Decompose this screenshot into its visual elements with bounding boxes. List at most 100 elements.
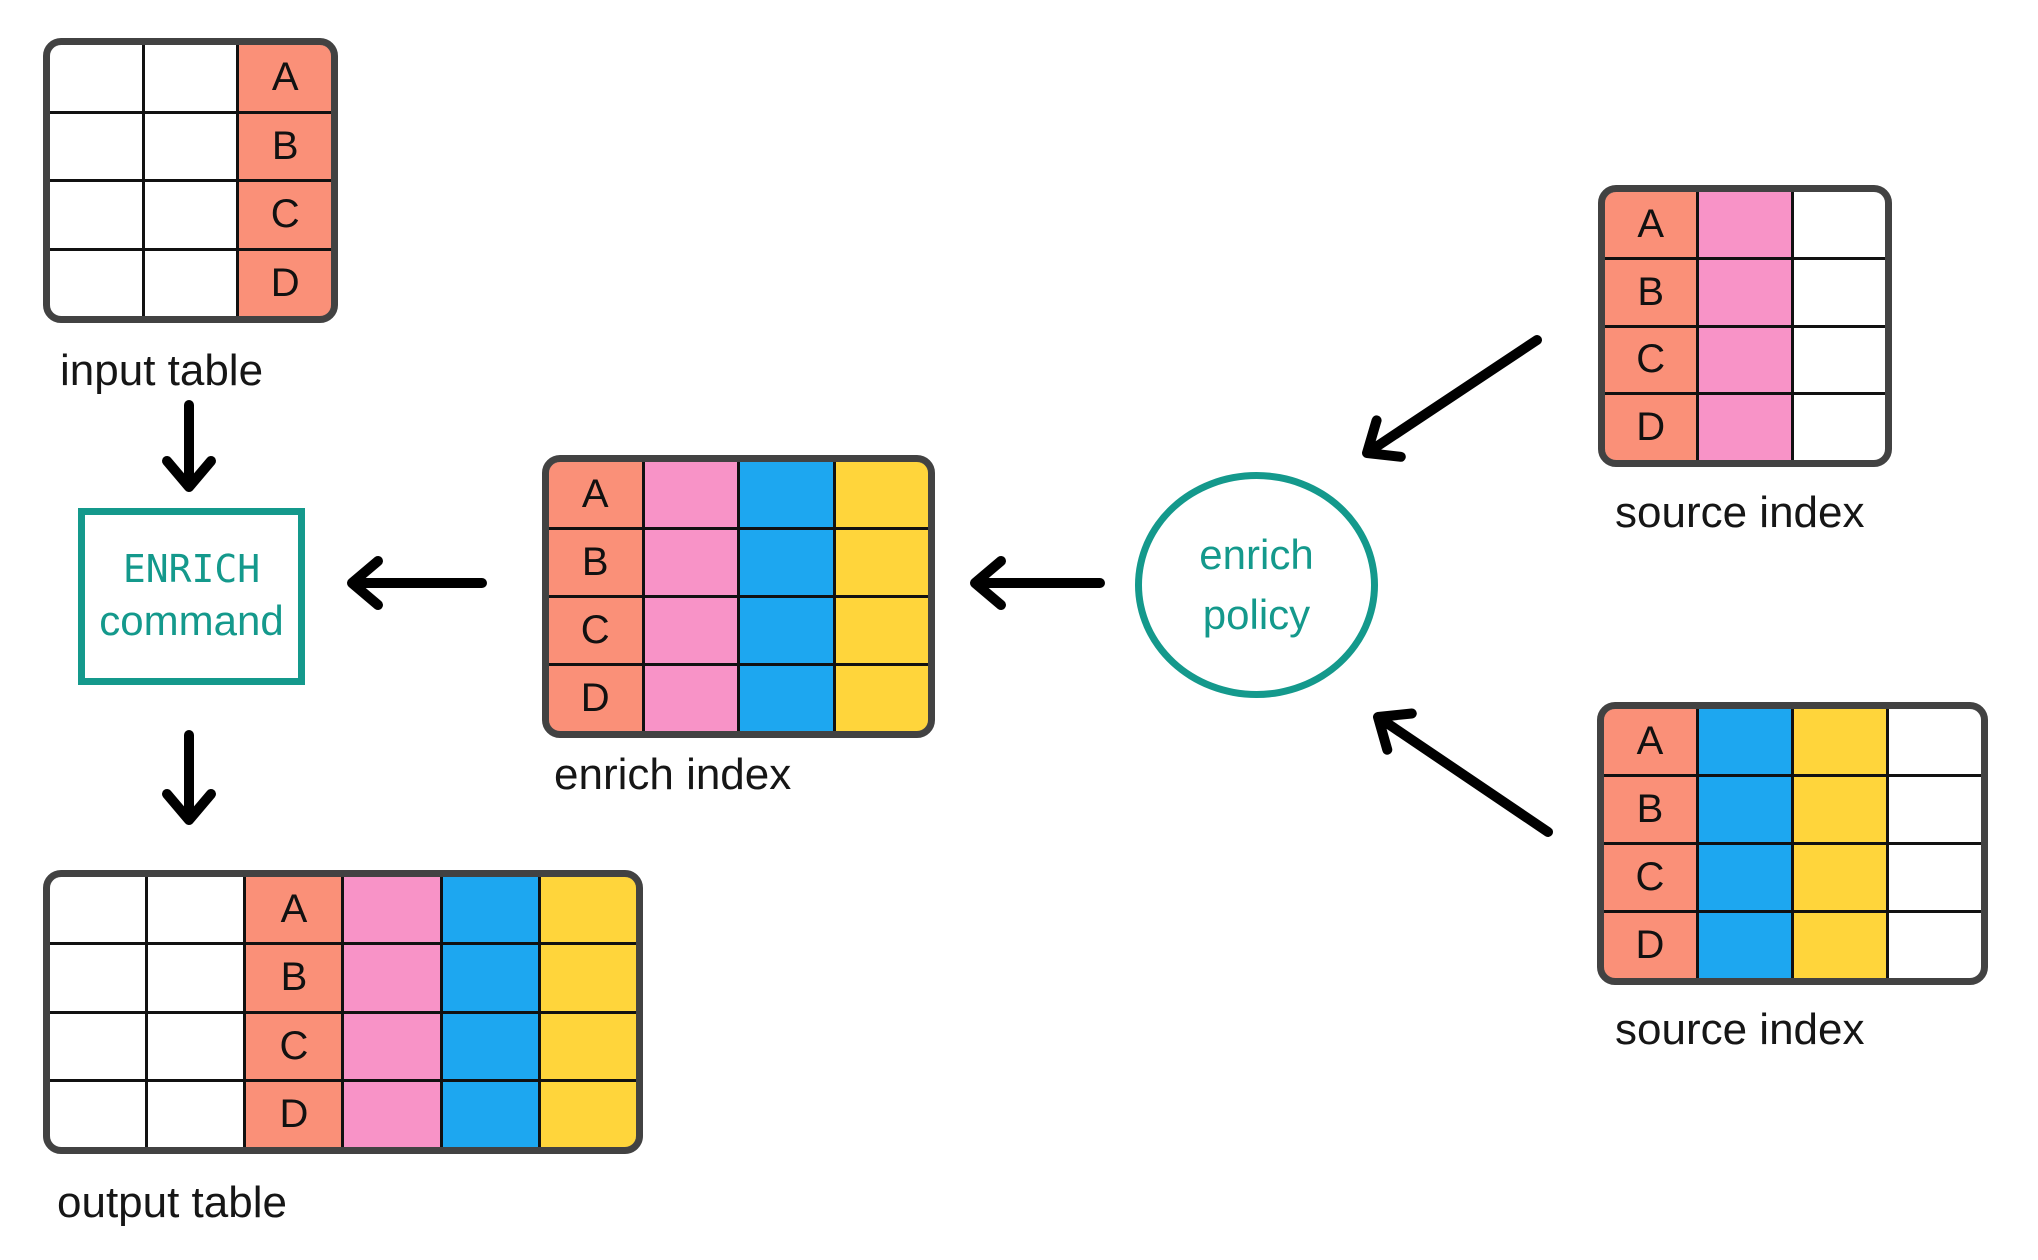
table-cell xyxy=(1699,192,1791,257)
table-cell xyxy=(740,530,833,595)
enrich-policy-line1: enrich xyxy=(1199,531,1314,579)
table-cell xyxy=(344,1081,440,1147)
table-cell xyxy=(1699,777,1791,842)
table-cell xyxy=(148,1081,244,1147)
table-cell xyxy=(148,1013,244,1079)
arrow-command-to-output xyxy=(162,730,216,825)
table-cell xyxy=(835,598,928,663)
table-cell xyxy=(1889,777,1981,842)
table-cell: C xyxy=(246,1013,342,1079)
table-cell xyxy=(442,877,538,943)
table-cell xyxy=(1699,709,1791,774)
table-cell xyxy=(540,945,636,1011)
table-cell xyxy=(540,877,636,943)
table-cell xyxy=(540,1081,636,1147)
table-cell: D xyxy=(239,250,331,316)
input-table-label: input table xyxy=(60,346,264,395)
table-cell: A xyxy=(1604,709,1696,774)
enrich-command-line1: ENRICH xyxy=(122,546,261,591)
table-cell xyxy=(835,462,928,527)
table-cell xyxy=(1794,709,1886,774)
table-cell xyxy=(50,945,146,1011)
table-cell: A xyxy=(246,877,342,943)
table-cell xyxy=(740,666,833,731)
table-cell: D xyxy=(246,1081,342,1147)
table-cell xyxy=(148,877,244,943)
table-cell xyxy=(1699,845,1791,910)
table-cell xyxy=(1889,913,1981,978)
table-cell xyxy=(1699,913,1791,978)
table-cell: B xyxy=(1605,259,1697,325)
table-cell xyxy=(1793,192,1885,257)
table-cell xyxy=(835,530,928,595)
table-cell: D xyxy=(549,666,642,731)
enrich-command-box: ENRICH command xyxy=(78,508,305,685)
table-cell xyxy=(344,945,440,1011)
table-cell xyxy=(1794,777,1886,842)
table-cell: C xyxy=(1605,327,1697,393)
table-cell xyxy=(144,250,237,316)
table-cell xyxy=(442,945,538,1011)
table-cell: B xyxy=(239,113,331,179)
table-cell xyxy=(1699,327,1791,393)
table-cell xyxy=(144,45,237,111)
table-cell xyxy=(50,250,142,316)
table-cell xyxy=(1793,259,1885,325)
table-cell xyxy=(1794,845,1886,910)
table-cell: D xyxy=(1605,395,1697,460)
table-cell: B xyxy=(246,945,342,1011)
table-cell xyxy=(442,1081,538,1147)
output-table-label: output table xyxy=(57,1178,287,1227)
arrow-sourcebottom-to-policy xyxy=(1373,708,1553,837)
arrow-input-to-command xyxy=(162,400,216,492)
table-cell xyxy=(344,877,440,943)
table-cell xyxy=(50,1013,146,1079)
table-cell xyxy=(1699,395,1791,460)
table-cell xyxy=(835,666,928,731)
table-cell xyxy=(1793,327,1885,393)
enrich-index-label: enrich index xyxy=(554,750,792,799)
table-cell xyxy=(144,113,237,179)
table-cell xyxy=(50,113,142,179)
table-cell xyxy=(1793,395,1885,460)
table-cell xyxy=(50,182,142,248)
arrow-policy-to-enrichindex xyxy=(970,556,1105,610)
enrich-policy-line2: policy xyxy=(1202,591,1311,638)
table-cell xyxy=(644,598,737,663)
table-cell xyxy=(740,462,833,527)
table-cell xyxy=(740,598,833,663)
table-cell: A xyxy=(549,462,642,527)
table-cell xyxy=(344,1013,440,1079)
table-cell: B xyxy=(549,530,642,595)
table-cell: C xyxy=(549,598,642,663)
table-cell xyxy=(50,877,146,943)
table-cell xyxy=(644,666,737,731)
table-cell xyxy=(442,1013,538,1079)
table-cell xyxy=(50,1081,146,1147)
table-cell xyxy=(1889,845,1981,910)
source-index-bottom-label: source index xyxy=(1615,1005,1865,1054)
source-index-top-label: source index xyxy=(1615,488,1865,537)
table-cell xyxy=(1699,259,1791,325)
table-cell: C xyxy=(1604,845,1696,910)
arrow-sourcetop-to-policy xyxy=(1362,335,1542,462)
enrich-command-line2: command xyxy=(99,596,284,644)
table-cell: B xyxy=(1604,777,1696,842)
table-cell: A xyxy=(1605,192,1697,257)
table-cell: C xyxy=(239,182,331,248)
table-cell xyxy=(50,45,142,111)
table-cell: D xyxy=(1604,913,1696,978)
table-cell xyxy=(148,945,244,1011)
table-cell xyxy=(540,1013,636,1079)
table-cell xyxy=(1889,709,1981,774)
